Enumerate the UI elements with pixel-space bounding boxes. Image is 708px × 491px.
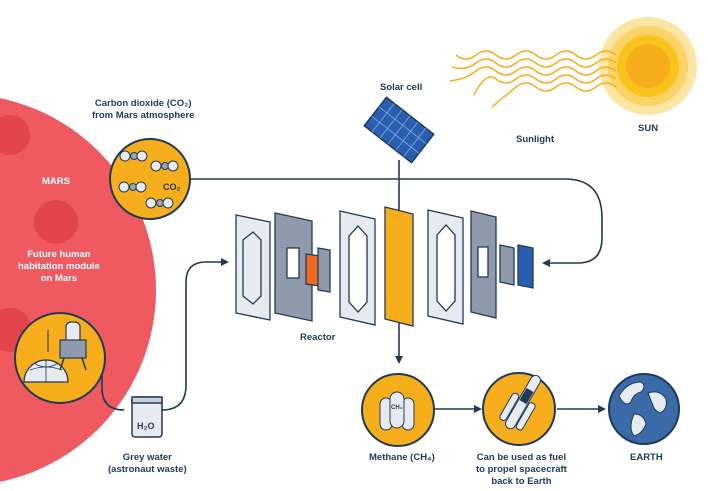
globe-icon: [608, 373, 680, 445]
fuel-line-3: back to Earth: [491, 476, 552, 487]
habitat-line-3: on Mars: [40, 273, 78, 284]
habitat-dome-icon: [14, 312, 106, 404]
mars-label: MARS: [42, 176, 70, 187]
co2-flow-line: [190, 178, 603, 267]
sunlight-label: Sunlight: [516, 134, 554, 145]
earth-label: EARTH: [630, 452, 663, 463]
water-can-label: H₂O: [137, 421, 155, 431]
sun-icon: [599, 17, 697, 115]
solar-panel-icon: [363, 96, 435, 164]
sunlight-waves: [449, 50, 617, 108]
co2-molecules-icon: [109, 138, 191, 220]
fuel-line-1: Can be used as fuel: [476, 452, 567, 463]
rocket-icon: [482, 372, 556, 446]
grey-water-line-1: Grey water: [122, 452, 172, 463]
co2-source-line-1: Carbon dioxide (CO₂): [94, 98, 192, 109]
water-flow-line: [161, 258, 229, 411]
reactor-solar-blue-plate: [517, 244, 534, 289]
habitat-line-2: habitation module: [18, 261, 100, 272]
reactor-catalyst-plate: [384, 206, 414, 327]
reactor-stack: [235, 206, 534, 327]
gas-tanks-icon: [361, 373, 435, 447]
habitat-line-1: Future human: [27, 249, 91, 260]
habitat-label: Future human habitation module on Mars: [18, 249, 100, 285]
solar-cell-label: Solar cell: [380, 82, 423, 93]
co2-tag: CO₂: [163, 182, 181, 192]
reactor-plate-grey-4: [499, 244, 515, 286]
methane-label: Methane (CH₄): [369, 452, 435, 463]
grey-water-label: Grey water (astronaut waste): [108, 452, 187, 476]
co2-source-label: Carbon dioxide (CO₂) from Mars atmospher…: [92, 98, 194, 122]
methane-tank-label: CH₄: [391, 405, 403, 411]
co2-source-line-2: from Mars atmosphere: [92, 110, 195, 121]
reactor-plate-grey-2: [317, 247, 331, 293]
reactor-label: Reactor: [300, 332, 336, 343]
grey-water-line-2: (astronaut waste): [108, 464, 187, 475]
fuel-label: Can be used as fuel to propel spacecraft…: [476, 452, 567, 488]
water-can-icon: [131, 396, 163, 438]
fuel-line-2: to propel spacecraft: [476, 464, 567, 475]
sun-label: SUN: [638, 123, 659, 134]
